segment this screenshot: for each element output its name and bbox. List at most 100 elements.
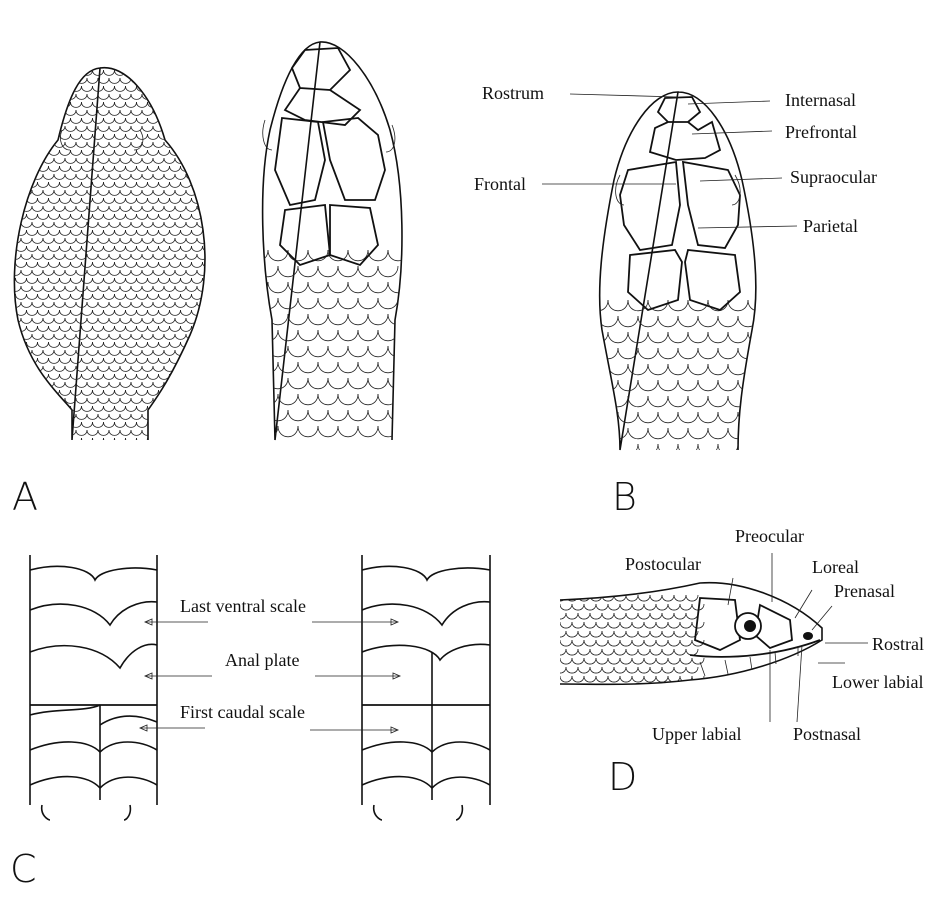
- scale-mark: [20, 205, 33, 212]
- scale-mark: [180, 245, 192, 252]
- scale-mark: [185, 157, 198, 164]
- scale-mark: [152, 221, 165, 228]
- scale-mark: [163, 333, 176, 340]
- scale-mark: [367, 249, 389, 262]
- scale-mark: [667, 621, 681, 629]
- scale-mark: [208, 302, 219, 307]
- scale-mark: [307, 313, 329, 326]
- scale-mark: [262, 313, 269, 326]
- scale-mark: [196, 365, 205, 372]
- scale-mark: [208, 382, 219, 387]
- scale-mark: [81, 293, 93, 300]
- scale-mark: [152, 141, 165, 148]
- label-first-caudal-scale: First caudal scale: [180, 702, 305, 722]
- scale-mark: [163, 157, 176, 164]
- scale-mark: [31, 205, 44, 212]
- scale-mark: [747, 299, 756, 312]
- scale-mark: [191, 373, 203, 380]
- scale-mark: [125, 117, 137, 124]
- scale-mark: [317, 425, 339, 438]
- scale-mark: [667, 639, 681, 647]
- scale-mark: [317, 329, 339, 342]
- scale-mark: [357, 425, 379, 438]
- scale-mark: [560, 666, 567, 674]
- scale-mark: [287, 377, 309, 390]
- scale-mark: [97, 77, 110, 84]
- scale-mark: [37, 293, 49, 300]
- scale-mark: [158, 421, 170, 428]
- scale-mark: [92, 357, 104, 364]
- scale-mark: [130, 93, 143, 100]
- scale-mark: [70, 245, 82, 252]
- scale-mark: [601, 612, 615, 620]
- scale-mark: [158, 85, 170, 92]
- scale-mark: [42, 349, 55, 356]
- scale-mark: [59, 213, 71, 220]
- scale-mark: [208, 254, 219, 259]
- scale-mark: [141, 269, 154, 276]
- scale-mark: [20, 381, 33, 388]
- scale-mark: [560, 639, 573, 647]
- scale-mark: [202, 405, 205, 412]
- scale-mark: [97, 317, 110, 324]
- scale-mark: [48, 101, 60, 108]
- scale-mark: [583, 639, 597, 647]
- scale-mark: [267, 377, 289, 390]
- scale-mark: [75, 125, 88, 132]
- scale-mark: [317, 361, 339, 374]
- scale-mark: [53, 237, 66, 244]
- scale-mark: [667, 427, 689, 440]
- scale-mark: [75, 381, 88, 388]
- scale-mark: [108, 173, 121, 180]
- scale-mark: [655, 639, 669, 647]
- scale-mark: [53, 125, 66, 132]
- scale-mark: [114, 421, 126, 428]
- scale-mark: [727, 299, 749, 312]
- scale-mark: [661, 666, 675, 674]
- scale-mark: [158, 261, 170, 268]
- scale-mark: [14, 109, 22, 116]
- scale-mark: [185, 205, 198, 212]
- scale-mark: [70, 213, 82, 220]
- panel-b-letter: B: [612, 475, 637, 519]
- scale-mark: [185, 349, 198, 356]
- scale-mark: [679, 621, 693, 629]
- scale-mark: [136, 373, 148, 380]
- scale-mark: [262, 361, 279, 374]
- label-anal-plate: Anal plate: [225, 650, 299, 670]
- scale-mark: [48, 245, 60, 252]
- scale-mark: [571, 621, 585, 629]
- scale-mark: [277, 297, 299, 310]
- scale-mark: [691, 639, 705, 647]
- scale-mark: [560, 648, 567, 656]
- scale-mark: [169, 101, 181, 108]
- scale-mark: [141, 285, 154, 292]
- scale-mark: [119, 269, 132, 276]
- scale-mark: [643, 657, 657, 665]
- scale-mark: [202, 261, 205, 268]
- scale-mark: [147, 133, 159, 140]
- scale-mark: [174, 269, 187, 276]
- scale-mark: [130, 413, 143, 420]
- scale-mark: [638, 685, 650, 691]
- scale-mark: [130, 429, 143, 436]
- scale-mark: [136, 309, 148, 316]
- scale-mark: [64, 429, 77, 436]
- scale-mark: [141, 221, 154, 228]
- scale-mark: [97, 93, 110, 100]
- scale-mark: [191, 133, 203, 140]
- scale-mark: [59, 133, 71, 140]
- scale-mark: [196, 221, 205, 228]
- scale-mark: [152, 253, 165, 260]
- scale-mark: [643, 621, 657, 629]
- scale-mark: [81, 261, 93, 268]
- scale-mark: [657, 379, 679, 392]
- scale-mark: [191, 85, 203, 92]
- scale-mark: [191, 437, 203, 440]
- scale-mark: [661, 594, 675, 602]
- scale-mark: [108, 333, 121, 340]
- panel-c-right-body: [361, 555, 491, 821]
- scale-mark: [14, 421, 16, 428]
- scale-mark: [357, 393, 379, 406]
- scale-mark: [307, 281, 329, 294]
